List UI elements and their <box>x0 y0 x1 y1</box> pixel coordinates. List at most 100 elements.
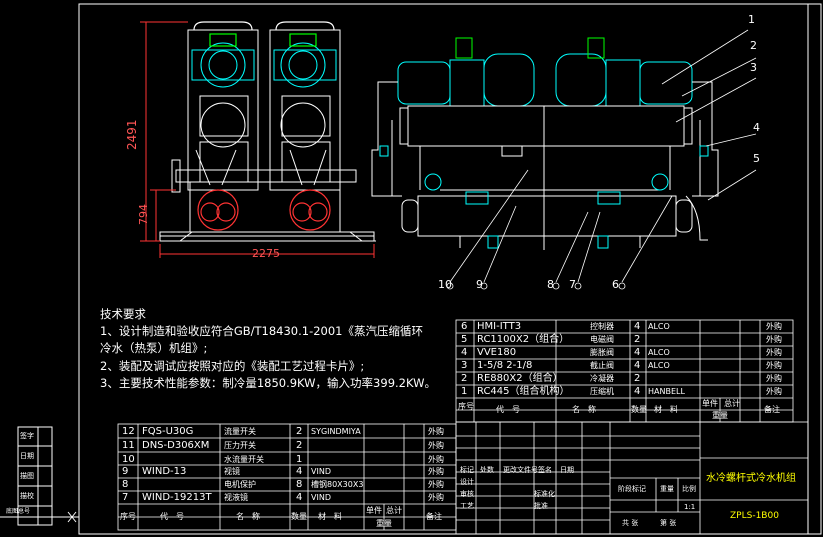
side-top-piping <box>193 21 335 47</box>
bom-right-h-qty: 数量 <box>631 405 647 414</box>
bom-left-name: 视液镜 <box>224 493 248 502</box>
side-motors <box>197 189 331 231</box>
bom-right-h-material: 材 料 <box>654 405 678 414</box>
bom-right-name: 控制器 <box>590 322 614 331</box>
bom-right-qty: 2 <box>634 373 641 384</box>
bom-left-qty: 4 <box>296 466 303 477</box>
bom-right-code: HMI-ITT3 <box>477 321 522 332</box>
bom-left-note: 外购 <box>428 493 444 502</box>
bom-left-name: 压力开关 <box>224 441 256 450</box>
bom-left-note: 外购 <box>428 480 444 489</box>
bom-right-name: 电磁阀 <box>590 335 614 344</box>
bom-left-material: 槽钢80X30X3 <box>311 480 364 489</box>
bom-left-note: 外购 <box>428 467 444 476</box>
bom-left-h-material: 材 料 <box>318 512 342 521</box>
bom-left-h-name: 名 称 <box>236 512 260 521</box>
side-view <box>158 21 376 242</box>
bom-right-name: 截止阀 <box>590 361 614 370</box>
bom-left-name: 水流量开关 <box>224 455 264 464</box>
callout-9: 9 <box>476 278 483 291</box>
tb-label-count: 处数 <box>480 466 494 474</box>
product-name: 水冷螺杆式冷水机组 <box>706 473 796 484</box>
bom-left-no: 8 <box>122 479 129 490</box>
bom-left-no: 9 <box>122 466 129 477</box>
bom-left-no: 10 <box>122 454 135 465</box>
bom-right-note: 外购 <box>766 335 782 344</box>
bom-right-material: HANBELL <box>648 387 685 396</box>
bom-left-qty: 4 <box>296 492 303 503</box>
bom-right-code: RC1100X2（组合） <box>477 334 570 345</box>
left-margin-table <box>0 426 79 526</box>
callout-4: 4 <box>753 121 760 134</box>
front-view <box>371 37 719 250</box>
bom-right-qty: 4 <box>634 347 641 358</box>
bom-left-name: 视镜 <box>224 467 240 476</box>
bom-left-qty: 8 <box>296 479 303 490</box>
bom-left-code: WIND-13 <box>142 466 187 477</box>
front-upper-vessel <box>399 105 693 190</box>
margin-label-date: 日期 <box>20 452 34 460</box>
callout-leaders <box>446 29 757 290</box>
callout-6: 6 <box>612 278 619 291</box>
bom-left-note: 外购 <box>428 455 444 464</box>
bom-left-qty: 2 <box>296 426 303 437</box>
tb-sheet-no: 第 张 <box>660 519 677 527</box>
bom-right-code: RE880X2（组合） <box>477 373 563 384</box>
bom-right-no: 5 <box>461 334 468 345</box>
bom-right-qty: 2 <box>634 334 641 345</box>
bom-right-h-weight: 重量 <box>712 411 728 420</box>
bom-right-note: 外购 <box>766 322 782 331</box>
dim-height-lower: 794 <box>137 204 150 225</box>
callout-8: 8 <box>547 278 554 291</box>
tech-req-item-1: 1、设计制造和验收应符合GB/T18430.1-2001《蒸汽压缩循环 <box>100 324 423 338</box>
front-compressors <box>397 37 693 107</box>
title-block-grid <box>455 421 809 535</box>
bom-right-material: ALCO <box>648 348 670 357</box>
tech-req-item-2: 2、装配及调试应按照对应的《装配工艺过程卡片》; <box>100 359 365 373</box>
bom-left-note: 外购 <box>428 427 444 436</box>
bom-right-no: 2 <box>461 373 468 384</box>
dim-width-total: 2275 <box>252 247 280 260</box>
tb-sheet-total: 共 张 <box>622 519 639 527</box>
bom-left-h-code: 代 号 <box>160 512 184 521</box>
bom-right-note: 外购 <box>766 348 782 357</box>
origin-cross <box>67 511 79 523</box>
bom-right-qty: 4 <box>634 386 641 397</box>
tb-label-scale: 比例 <box>682 485 696 493</box>
bom-right-code: VVE180 <box>477 347 517 358</box>
front-supports <box>459 106 641 250</box>
bom-left-name: 流量开关 <box>224 427 256 436</box>
bom-left-h-total: 总计 <box>386 506 402 515</box>
bom-right-note: 外购 <box>766 374 782 383</box>
tb-label-change-doc: 更改文件号 <box>503 466 538 474</box>
bom-left-h-no: 序号 <box>120 512 136 521</box>
bom-left-h-note: 备注 <box>426 512 442 521</box>
side-right-column <box>269 29 341 191</box>
bom-left-material: SYGINDMIYA <box>311 427 361 436</box>
front-valves <box>379 145 709 249</box>
callout-10: 10 <box>438 278 452 291</box>
bom-right-material: ALCO <box>648 322 670 331</box>
bom-left-material: VIND <box>311 467 331 476</box>
tb-label-approve: 批准 <box>534 502 548 510</box>
bom-left-no: 12 <box>122 426 135 437</box>
base-frame <box>158 231 376 242</box>
tech-req-item-3: 3、主要技术性能参数：制冷量1850.9KW，输入功率399.2KW。 <box>100 376 436 390</box>
tb-scale-value: 1:1 <box>684 503 696 511</box>
bom-left-material: VIND <box>311 493 331 502</box>
margin-label-check: 描校 <box>20 492 34 500</box>
bom-right-qty: 4 <box>634 360 641 371</box>
tb-label-review: 审核 <box>460 490 474 498</box>
callout-5: 5 <box>753 152 760 165</box>
bom-left-code: WIND-19213T <box>142 492 212 503</box>
margin-label-sign: 签字 <box>20 432 34 440</box>
callout-7: 7 <box>569 278 576 291</box>
bom-right-h-total: 总计 <box>724 399 740 408</box>
callout-3: 3 <box>750 61 757 74</box>
bom-right-qty: 4 <box>634 321 641 332</box>
bom-right-no: 6 <box>461 321 468 332</box>
bom-right-no: 3 <box>461 360 468 371</box>
bom-right-no: 4 <box>461 347 468 358</box>
bom-right-note: 外购 <box>766 361 782 370</box>
